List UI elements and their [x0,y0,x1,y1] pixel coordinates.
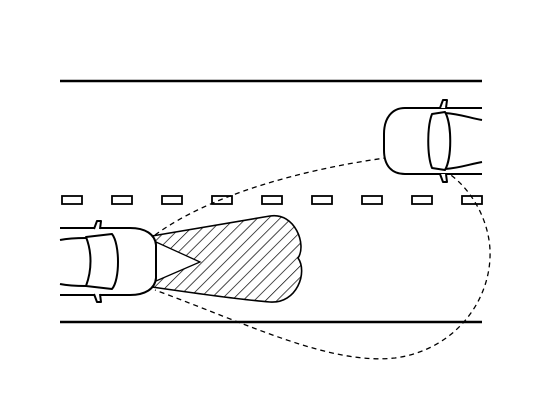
ego-vehicle-mirror-top [93,220,102,230]
vehicle-ahead-mirror-bottom [439,173,448,183]
long-range-detection-zone [154,156,491,360]
lane-center-dashes [61,195,483,205]
vehicle-ahead [383,99,483,183]
ego-vehicle-windshield [85,233,119,290]
ego-vehicle-roof-line [59,237,87,287]
ego-vehicle [59,220,157,303]
vehicle-ahead-rear-window [427,111,452,171]
vehicle-ahead-mirror-top [439,99,448,109]
vehicle-ahead-roof-line [444,112,483,170]
short-range-detection-zone [151,215,303,303]
ego-vehicle-mirror-bottom [93,293,102,303]
